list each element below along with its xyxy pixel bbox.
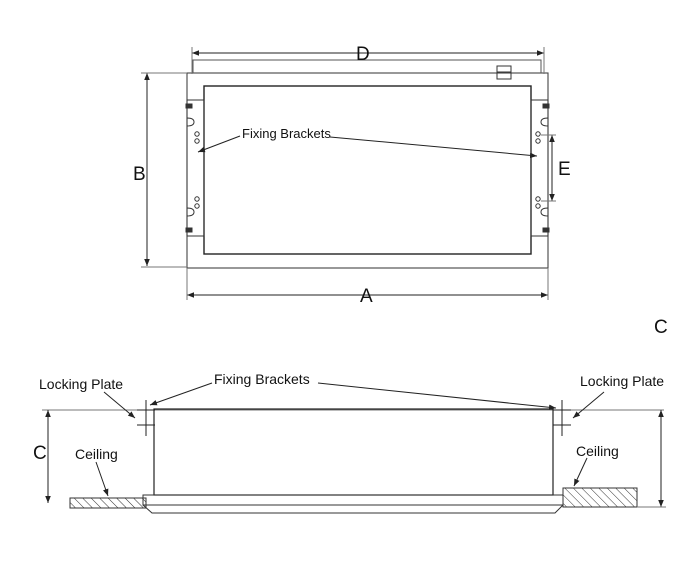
leader-locking-right <box>572 391 605 419</box>
right-locking-plate <box>553 400 571 436</box>
leader-ceiling-left <box>95 461 109 497</box>
locking-plate-left-label: Locking Plate <box>39 376 123 392</box>
outer-frame <box>186 72 549 269</box>
top-fixing-brackets-label: Fixing Brackets <box>242 126 331 141</box>
leader-ceiling-right <box>573 457 588 487</box>
inner-panel <box>203 85 532 255</box>
unit-body <box>153 408 554 496</box>
ceiling-right-label: Ceiling <box>576 443 619 459</box>
ceiling-left-label: Ceiling <box>75 446 118 462</box>
leader-left-bracket <box>197 135 241 153</box>
locking-plate-right-label: Locking Plate <box>580 373 664 389</box>
ceiling-left-hatch <box>69 497 147 509</box>
side-view-letter: C <box>654 317 668 338</box>
side-view <box>42 382 666 514</box>
side-fixing-brackets-label: Fixing Brackets <box>214 371 310 387</box>
bottom-trim <box>142 494 564 506</box>
left-locking-plate <box>137 400 155 436</box>
leader-fixing-left <box>149 382 213 406</box>
dim-a-label: A <box>360 286 373 307</box>
leader-right-bracket <box>329 136 538 159</box>
left-fixing-bracket <box>185 99 205 237</box>
ceiling-right-hatch <box>562 487 638 508</box>
dim-b-label: B <box>133 164 146 185</box>
dim-c-label: C <box>33 443 47 464</box>
top-rail <box>192 59 542 73</box>
dim-d-label: D <box>356 44 370 65</box>
leader-locking-left <box>103 391 136 419</box>
top-view <box>141 47 556 300</box>
leader-fixing-right <box>317 382 557 411</box>
dim-e-label: E <box>558 159 571 180</box>
right-fixing-bracket <box>530 99 550 237</box>
